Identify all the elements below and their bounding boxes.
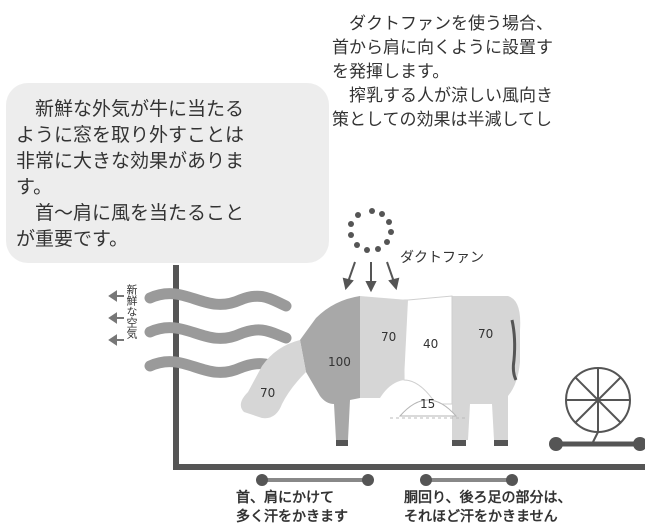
cow-figure [240, 295, 521, 446]
cow-shoulder-region [360, 296, 408, 398]
callout-bubble [6, 83, 329, 263]
value-middle: 40 [423, 337, 439, 351]
caption-line: それほど汗をかきません [404, 509, 558, 525]
value-neck: 100 [328, 355, 351, 369]
paragraph-line: ダクトファンを使う場合、 [349, 14, 553, 34]
cow-rear-region [452, 296, 521, 440]
caption-line: 首、肩にかけて [236, 490, 334, 506]
value-shoulder: 70 [381, 330, 397, 344]
cow-middle-region [403, 295, 453, 405]
paragraph-line: を発揮します。 [332, 62, 450, 82]
paragraph-line: 搾乳する人が涼しい風向き [349, 86, 553, 106]
duct-fan-label: ダクトファン [400, 250, 484, 266]
paragraph-line: 策としての効果は半減してし [332, 110, 552, 130]
front-caption: 首、肩にかけて 多く汗をかきます [236, 489, 348, 527]
intro-paragraph: ダクトファンを使う場合、 首から肩に向くように設置す を発揮します。 搾乳する人… [332, 12, 645, 132]
value-rear: 70 [478, 327, 494, 341]
cow-belly-region [398, 399, 458, 417]
caption-marker [256, 474, 518, 486]
callout-line: 新鮮な外気が牛に当たる [35, 98, 245, 120]
callout-text: 新鮮な外気が牛に当たる ように窓を取り外すことは 非常に大きな効果がありま す。… [16, 96, 326, 252]
caption-line: 胴回り、後ろ足の部分は、 [404, 490, 572, 506]
rear-caption: 胴回り、後ろ足の部分は、 それほど汗をかきません [404, 489, 571, 527]
fan-wind-arrows [342, 261, 400, 293]
fresh-air-flow [144, 288, 292, 378]
standing-fan-icon [549, 367, 645, 451]
cow-neck-region [300, 296, 360, 440]
air-arrow-icon [108, 290, 124, 346]
caption-line: 多く汗をかきます [236, 509, 348, 525]
paragraph-line: 首から肩に向くように設置す [332, 38, 553, 58]
callout-line: す。 [16, 176, 53, 198]
value-belly: 15 [420, 397, 436, 411]
callout-line: が重要です。 [16, 228, 129, 250]
cow-head-region [240, 340, 306, 419]
duct-fan-icon [348, 208, 394, 253]
callout-line: 首～肩に風を当たること [35, 202, 245, 224]
callout-line: ように窓を取り外すことは [16, 124, 245, 146]
value-head: 70 [260, 386, 276, 400]
callout-line: 非常に大きな効果がありま [16, 150, 245, 172]
cow-tail [510, 319, 518, 381]
fresh-air-label: 新鮮な空気 [125, 284, 138, 339]
